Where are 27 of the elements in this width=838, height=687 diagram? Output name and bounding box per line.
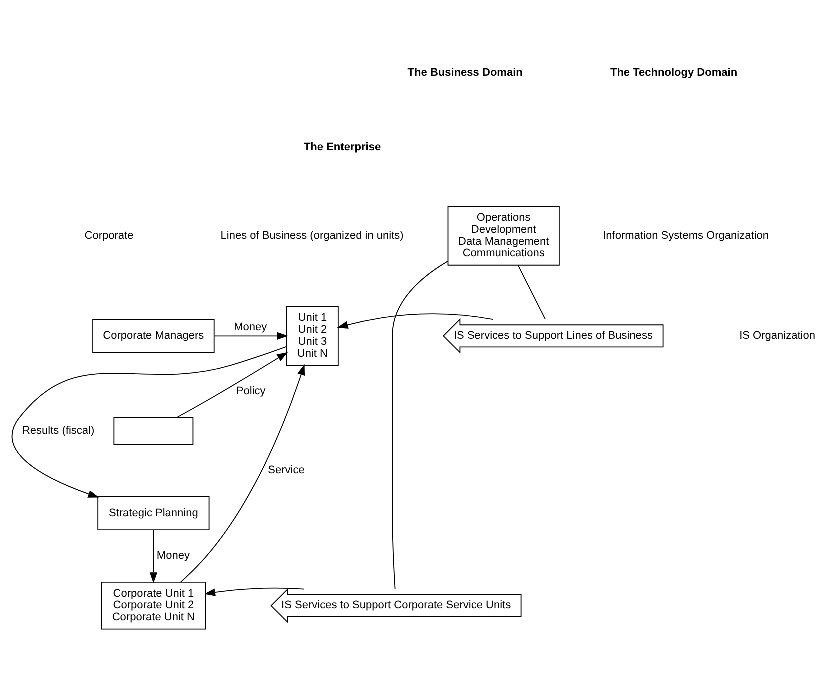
- label: Information Systems Organization: [603, 230, 770, 242]
- edge-label: Money: [234, 321, 268, 334]
- node-box: Operations Development Data Management Communications: [448, 206, 560, 266]
- arrow: [12, 346, 288, 498]
- label: The Enterprise: [304, 142, 382, 154]
- node-box: Corporate Unit 1 Corporate Unit 2 Corporate Unit N: [101, 582, 206, 630]
- edge-label: Results (fiscal): [22, 425, 95, 438]
- label: IS Organization: [740, 330, 816, 342]
- node-box: Corporate Managers: [92, 319, 215, 354]
- label: Corporate: [84, 230, 134, 242]
- label: The Technology Domain: [610, 67, 738, 80]
- arrow: [204, 588, 305, 596]
- arrow: [214, 332, 288, 340]
- node-box: [114, 417, 194, 446]
- edge-label: Policy: [236, 386, 266, 398]
- arrow: [150, 530, 158, 584]
- edge-label: Money: [156, 550, 190, 562]
- connector: [518, 265, 546, 320]
- connector: [392, 260, 449, 590]
- arrow: [176, 352, 288, 418]
- arrow: [180, 364, 306, 583]
- label: Lines of Business (organized in units): [220, 230, 404, 242]
- node-box: Unit 1 Unit 2 Unit 3 Unit N: [286, 306, 339, 366]
- label: The Business Domain: [408, 67, 523, 80]
- edge-label: Service: [268, 464, 305, 477]
- arrow: [337, 314, 494, 329]
- node-box: Strategic Planning: [98, 496, 210, 531]
